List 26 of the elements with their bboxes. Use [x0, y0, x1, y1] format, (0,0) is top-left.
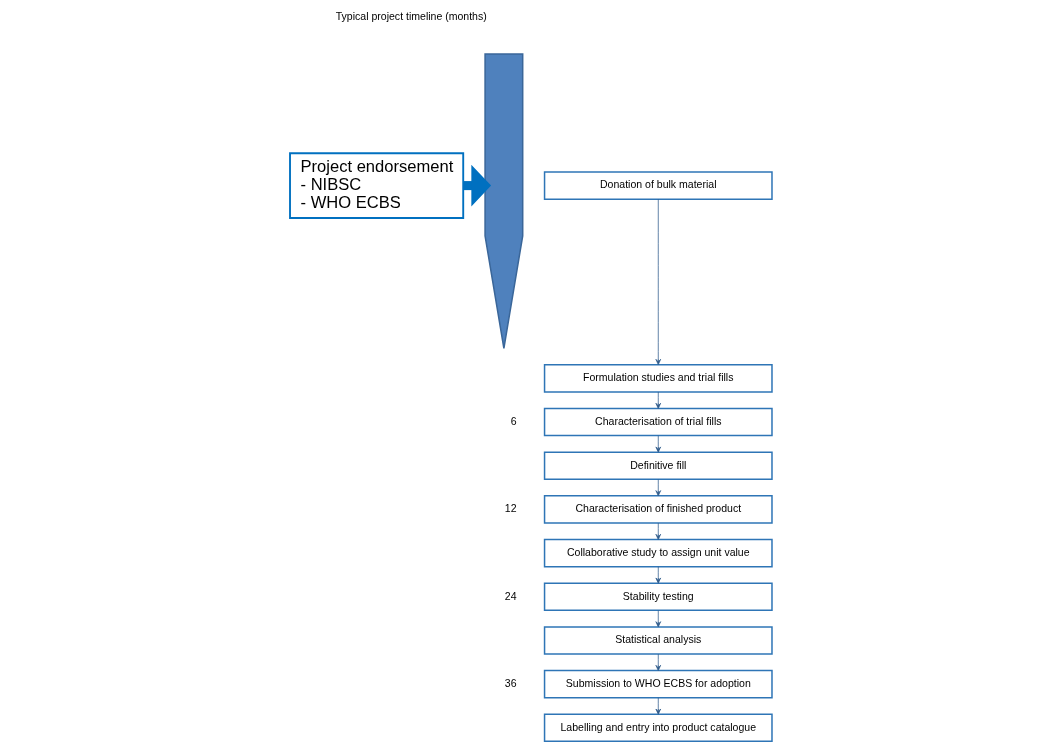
label: 36: [504, 676, 517, 689]
node-label: Typical project timeline (months): [335, 10, 487, 23]
label: 6: [510, 414, 517, 427]
node-box: Characterisation of trial fills: [543, 407, 773, 437]
arrow: [655, 522, 661, 540]
arrow: [655, 479, 661, 497]
arrow: [655, 610, 661, 628]
node-box: Submission to WHO ECBS for adoption: [543, 669, 773, 699]
node-box: Definitive fill: [543, 451, 773, 481]
node-box: Stability testing: [543, 582, 773, 612]
arrow: [655, 198, 661, 365]
arrow: [655, 435, 661, 453]
label: 12: [504, 502, 517, 515]
arrow: [655, 391, 661, 409]
node-box: Labelling and entry into product catalogue: [543, 713, 773, 743]
node-box: Donation of bulk material: [543, 171, 773, 200]
node-box: Characterisation of finished product: [543, 495, 773, 524]
node-box: Formulation studies and trial fills: [543, 364, 773, 393]
arrow: [655, 653, 661, 671]
arrow: [655, 697, 661, 715]
label: 24: [504, 589, 517, 602]
arrow: [655, 566, 661, 584]
node-box: Collaborative study to assign unit value: [543, 538, 773, 568]
node-arrow: [484, 53, 524, 349]
node-box: Project endorsement - NIBSC - WHO ECBS: [289, 152, 465, 219]
node-box: Statistical analysis: [543, 626, 773, 655]
